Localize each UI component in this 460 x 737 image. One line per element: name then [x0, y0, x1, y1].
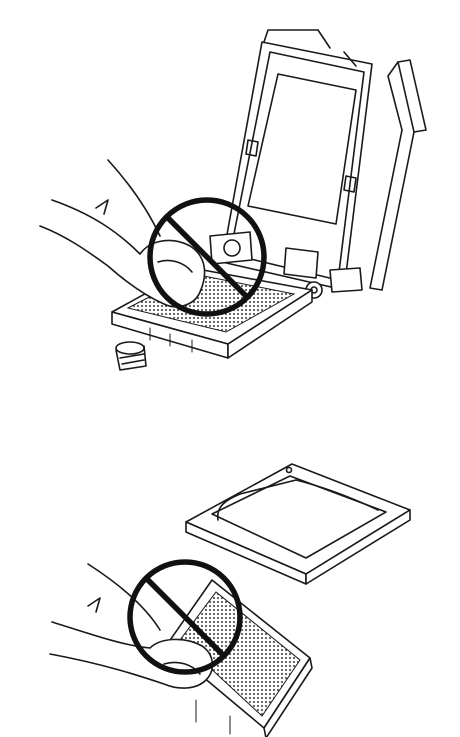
cpu-socket-pins — [165, 579, 313, 737]
no-symbol-icon — [147, 197, 267, 317]
no-symbol-icon — [127, 559, 243, 675]
load-lever — [329, 59, 427, 293]
processor-panel — [49, 463, 411, 737]
processor-icon — [185, 463, 411, 585]
open-socket-panel — [39, 29, 427, 371]
socket-hinges — [209, 231, 323, 299]
socket-cap-icon — [115, 341, 147, 371]
